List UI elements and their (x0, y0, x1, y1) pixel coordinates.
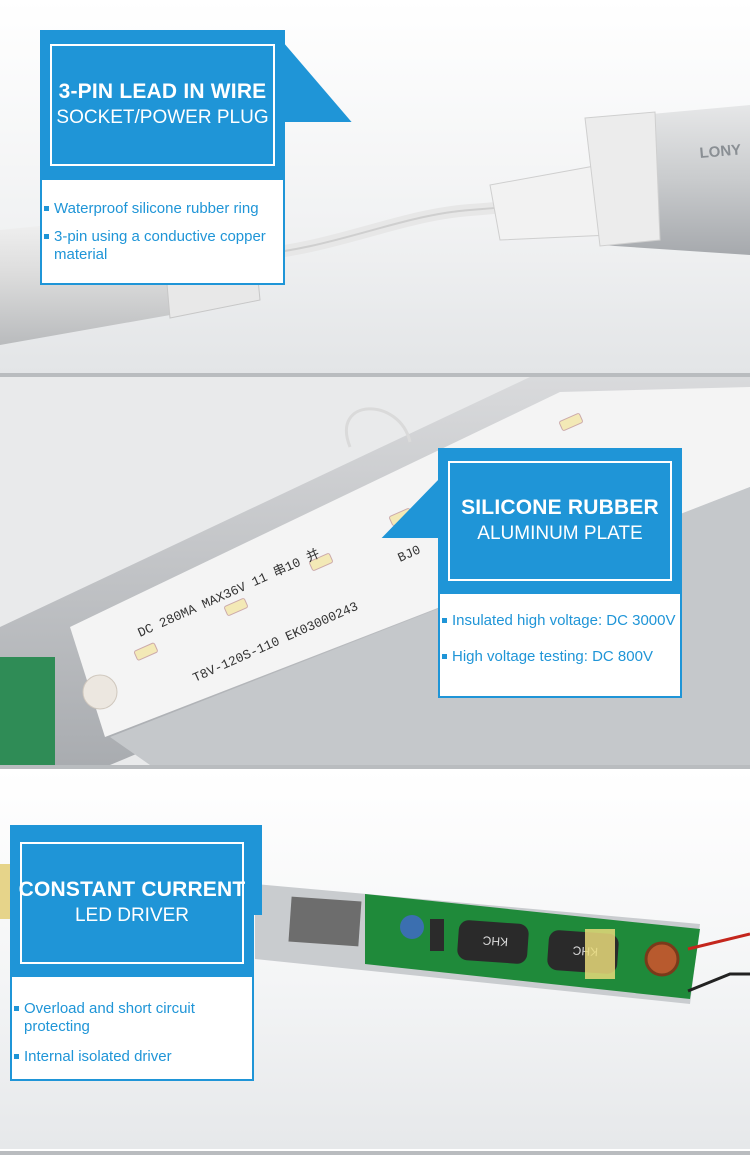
callout-title: CONSTANT CURRENT (18, 878, 246, 901)
section-divider (0, 765, 750, 769)
left-edge-component (0, 864, 12, 919)
callout-features: Waterproof silicone rubber ring 3-pin us… (40, 178, 285, 285)
led-chip (559, 413, 583, 431)
transformer (288, 896, 362, 947)
feature-item: Insulated high voltage: DC 3000V (442, 612, 682, 630)
driver-photo: KHC KHC (0, 864, 750, 1004)
panel-led-driver: KHC KHC CONSTANT CURRENT LED DRIVER Over… (0, 769, 750, 1149)
callout-title: SILICONE RUBBER (461, 496, 659, 519)
feature-text: Insulated high voltage: DC 3000V (452, 612, 676, 629)
callout-header: CONSTANT CURRENT LED DRIVER (10, 825, 254, 977)
feature-item: High voltage testing: DC 800V (442, 648, 682, 666)
panel-aluminum-plate: DC 280MA MAX36V 11 串10 并 T8V-120S-110 EK… (0, 377, 750, 765)
black-wire (687, 972, 750, 993)
callout-subtitle: ALUMINUM PLATE (477, 523, 643, 544)
right-tube-cap (584, 111, 661, 247)
bullet-icon (14, 1006, 19, 1011)
callout-title: 3-PIN LEAD IN WIRE (58, 80, 267, 103)
callout-title-box: SILICONE RUBBER ALUMINUM PLATE (448, 461, 672, 581)
driver-board-edge (0, 657, 55, 765)
callout-pointer (283, 42, 352, 122)
inductor-coil (644, 941, 680, 977)
callout-pointer (252, 825, 262, 915)
feature-item: Overload and short circuit protecting (14, 1000, 234, 1036)
callout-power-plug: 3-PIN LEAD IN WIRE SOCKET/POWER PLUG Wat… (40, 30, 352, 285)
led-chip (133, 642, 158, 661)
feature-item: 3-pin using a conductive copper material (44, 228, 274, 264)
brand-mark: LONY (699, 141, 742, 162)
section-divider (0, 1151, 750, 1155)
callout-title-box: 3-PIN LEAD IN WIRE SOCKET/POWER PLUG (50, 44, 275, 166)
bullet-icon (44, 206, 49, 211)
feature-item: Internal isolated driver (14, 1048, 234, 1066)
feature-text: Waterproof silicone rubber ring (54, 200, 259, 217)
callout-features: Insulated high voltage: DC 3000V High vo… (438, 592, 682, 698)
feature-text: High voltage testing: DC 800V (452, 648, 653, 665)
driver-pcb (365, 894, 700, 999)
led-chip (224, 598, 248, 616)
diode (430, 919, 444, 951)
section-divider (0, 373, 750, 377)
callout-pointer (381, 478, 440, 538)
callout-aluminum-plate: SILICONE RUBBER ALUMINUM PLATE Insulated… (381, 448, 682, 698)
callout-led-driver: CONSTANT CURRENT LED DRIVER Overload and… (10, 825, 262, 1081)
capacitor-label: KHC (482, 933, 509, 949)
capacitor-blue (400, 915, 424, 939)
insulation-tape (585, 929, 615, 979)
bullet-icon (442, 654, 447, 659)
callout-header: 3-PIN LEAD IN WIRE SOCKET/POWER PLUG (40, 30, 285, 180)
led-chip (309, 553, 333, 571)
feature-text: 3-pin using a conductive copper material (54, 228, 266, 263)
feature-text: Internal isolated driver (24, 1048, 172, 1065)
panel-power-plug: LONY 3-PIN LEAD IN WIRE SOCKET/POWER PLU… (0, 0, 750, 373)
bullet-icon (44, 234, 49, 239)
feature-text: Overload and short circuit protecting (24, 1000, 195, 1035)
electrolytic-capacitor (457, 920, 529, 964)
callout-subtitle: LED DRIVER (74, 905, 190, 926)
bullet-icon (14, 1054, 19, 1059)
wire-loop (345, 407, 412, 448)
feature-item: Waterproof silicone rubber ring (44, 200, 282, 218)
callout-subtitle: SOCKET/POWER PLUG (56, 107, 269, 128)
callout-features: Overload and short circuit protecting In… (10, 975, 254, 1081)
callout-header: SILICONE RUBBER ALUMINUM PLATE (438, 448, 682, 594)
solder-ball (82, 674, 118, 710)
callout-title-box: CONSTANT CURRENT LED DRIVER (18, 842, 246, 964)
red-wire (687, 932, 750, 951)
bullet-icon (442, 618, 447, 623)
